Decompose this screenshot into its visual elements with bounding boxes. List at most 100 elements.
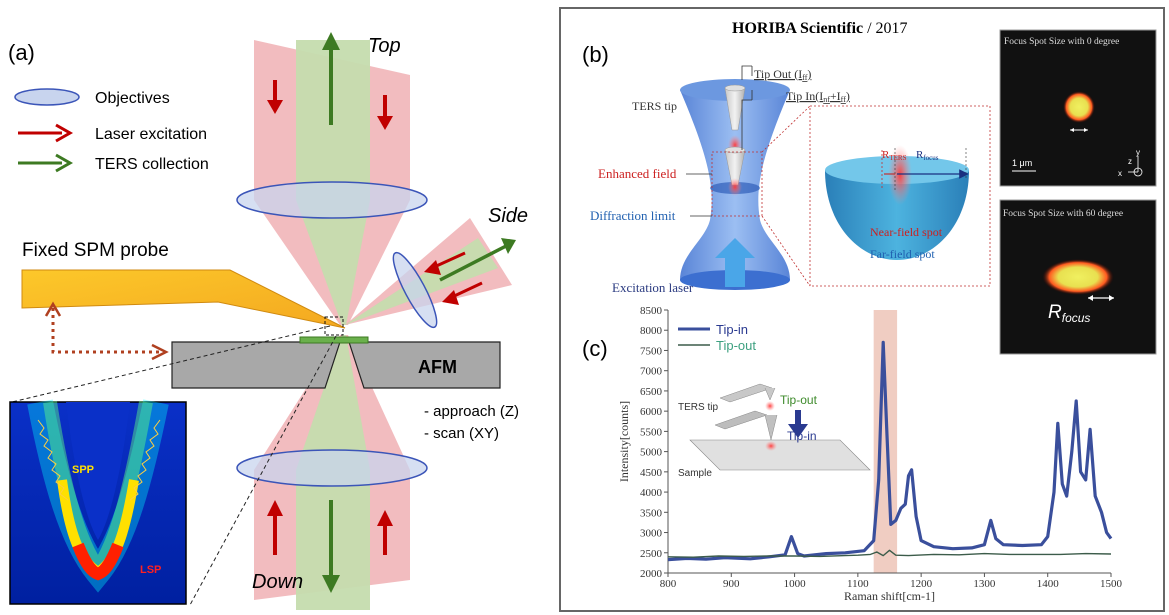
- label-diffraction-limit: Diffraction limit: [590, 208, 676, 223]
- tip-in-text: Tip In(I: [786, 89, 823, 103]
- y-tick-label: 5500: [640, 426, 663, 438]
- x-tick-label: 1500: [1100, 578, 1123, 590]
- bottom-beam: Down: [236, 335, 428, 610]
- tip-out-text: Tip Out (I: [754, 67, 802, 81]
- label-tip-out: Tip Out (Iff): [754, 67, 811, 82]
- afm-stage: [171, 341, 341, 389]
- credit-year: / 2017: [863, 20, 907, 37]
- legend-ters: TERS collection: [95, 156, 209, 173]
- ters-legend-arrowhead-icon: [55, 153, 74, 173]
- tip-in-mid: +I: [830, 89, 841, 103]
- y-tick-label: 2000: [640, 568, 663, 580]
- r-ters-text: R: [882, 149, 890, 161]
- axis-x-label: x: [1118, 169, 1122, 178]
- label-down: Down: [252, 571, 303, 593]
- laser-down-arrow-icon: [267, 100, 283, 114]
- y-tick-label: 4000: [640, 487, 663, 499]
- label-near-field: Near-field spot: [870, 225, 943, 239]
- afm-stage: [348, 341, 501, 389]
- y-tick-label: 3500: [640, 507, 663, 519]
- y-tick-label: 6000: [640, 406, 663, 418]
- legend-label: Tip-out: [716, 338, 756, 353]
- x-tick-label: 1100: [847, 578, 869, 590]
- y-tick-label: 7000: [640, 366, 663, 378]
- panel-c-label: (c): [582, 336, 608, 361]
- laser-up-arrow-icon: [267, 500, 283, 516]
- label-spp: SPP: [72, 464, 94, 476]
- x-tick-label: 1300: [973, 578, 996, 590]
- panel-a-label: (a): [8, 40, 35, 65]
- chart-inset: Tip-out Tip-in TERS tip Sample: [678, 383, 871, 479]
- panel-b: (b) HORIBA Scientific / 2017 TERS tip Ti…: [582, 20, 1157, 355]
- collection-side-arrow-icon: [501, 238, 516, 254]
- y-tick-label: 8500: [640, 305, 663, 317]
- right-panel-frame: [559, 7, 1165, 612]
- lsp-inset: SPP LSP: [9, 399, 187, 605]
- series-line-tip-in: [667, 340, 1113, 562]
- tip-in-sub1: nf: [823, 95, 830, 104]
- focus-spot-0: Focus Spot Size with 0 degree 1 μm y x z: [999, 29, 1157, 187]
- label-tip-in: Tip In(Inf+Iff): [786, 89, 850, 104]
- y-axis-label: Intensity[counts]: [617, 401, 631, 482]
- legend-laser: Laser excitation: [95, 126, 207, 143]
- laser-up-arrow-icon: [377, 510, 393, 526]
- side-objective: [392, 251, 438, 329]
- axis-y-label: y: [1136, 148, 1140, 157]
- y-tick-label: 3000: [640, 528, 663, 540]
- inset-ters-tip: TERS tip: [678, 402, 718, 413]
- collection-down-arrow-icon: [322, 575, 340, 593]
- inset-sample: Sample: [678, 468, 712, 479]
- legend-objectives: Objectives: [95, 90, 170, 107]
- sample-plate: [299, 336, 369, 344]
- y-tick-label: 6500: [640, 386, 663, 398]
- top-beam: Top: [236, 32, 428, 325]
- laser-down-arrow-icon: [377, 116, 393, 130]
- panel-b-label: (b): [582, 42, 609, 67]
- x-tick-label: 1400: [1037, 578, 1060, 590]
- x-tick-label: 1000: [784, 578, 807, 590]
- label-scan: - scan (XY): [424, 425, 499, 442]
- collection-up-arrow-icon: [322, 32, 340, 50]
- x-tick-label: 1200: [910, 578, 933, 590]
- label-lsp: LSP: [140, 564, 161, 576]
- label-approach: - approach (Z): [424, 403, 519, 420]
- bottom-objective: [236, 449, 428, 487]
- y-tick-label: 2500: [640, 548, 663, 560]
- inset-tip-in: Tip-in: [787, 429, 817, 443]
- y-tick-label: 4500: [640, 467, 663, 479]
- tip-out-sub: ff: [802, 73, 808, 82]
- tip-in-sub2: ff: [841, 95, 847, 104]
- y-tick-label: 5000: [640, 447, 663, 459]
- credit: HORIBA Scientific / 2017: [732, 20, 908, 37]
- far-field-hemisphere: [825, 170, 969, 260]
- label-excitation-laser: Excitation laser: [612, 280, 694, 295]
- inset-tip-out: Tip-out: [780, 393, 818, 407]
- probe-focus-box: [324, 316, 344, 336]
- scale-bar-label: 1 μm: [1012, 158, 1032, 168]
- spot60-title: Focus Spot Size with 60 degree: [1003, 209, 1123, 219]
- rfocus-big-label: Rfocus: [1048, 302, 1090, 325]
- label-r-focus: Rfocus: [916, 149, 939, 162]
- legend-label: Tip-in: [716, 322, 748, 337]
- rfocus-big-text: R: [1048, 302, 1062, 323]
- feedback-dotted-arrow: [51, 308, 162, 354]
- label-r-ters: RTERS: [882, 149, 907, 162]
- side-beam: Side: [345, 205, 528, 329]
- x-tick-label: 800: [660, 578, 677, 590]
- x-axis-label: Raman shift[cm-1]: [844, 589, 935, 603]
- r-focus-text: R: [916, 149, 924, 161]
- credit-company: HORIBA Scientific: [732, 20, 863, 37]
- focus-spot-60: Focus Spot Size with 60 degree Rfocus: [999, 199, 1157, 355]
- highlight-band: [873, 310, 898, 573]
- y-tick-label: 8000: [640, 325, 663, 337]
- label-enhanced-field: Enhanced field: [598, 166, 677, 181]
- label-afm: AFM: [418, 357, 457, 377]
- spot0-title: Focus Spot Size with 0 degree: [1004, 37, 1119, 47]
- excitation-arrow-icon: [725, 255, 745, 287]
- label-side: Side: [488, 205, 528, 227]
- y-tick-label: 7500: [640, 345, 663, 357]
- r-focus-sub: focus: [923, 154, 938, 162]
- label-far-field: Far-field spot: [870, 247, 935, 261]
- label-top: Top: [368, 35, 401, 57]
